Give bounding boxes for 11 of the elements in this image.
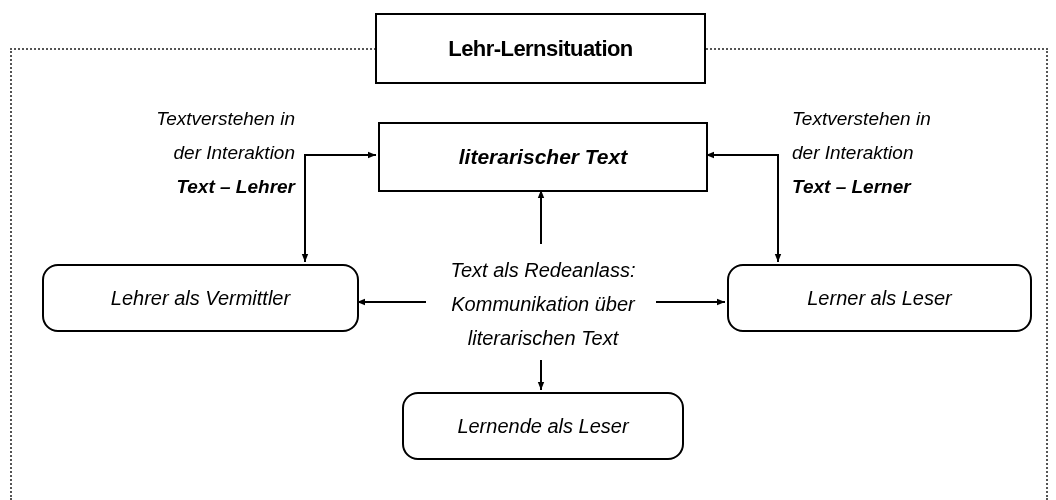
edge-label: Textverstehen in der Interaktion Text – Lehrer — [155, 107, 295, 199]
text-box: literarischer Text — [378, 122, 708, 192]
rounded-box: Lernende als Leser — [402, 392, 684, 460]
heading-box: Lehr-Lernsituation — [375, 13, 706, 84]
center-text: Text als Redeanlass: Kommunikation über literarischen Text — [428, 250, 658, 358]
arrow — [655, 298, 726, 306]
arrow — [301, 151, 377, 263]
arrow — [537, 359, 545, 391]
edge-label: Textverstehen in der Interaktion Text – Lerner — [792, 107, 932, 199]
rounded-box: Lehrer als Vermittler — [42, 264, 359, 332]
rounded-box: Lerner als Leser — [727, 264, 1032, 332]
